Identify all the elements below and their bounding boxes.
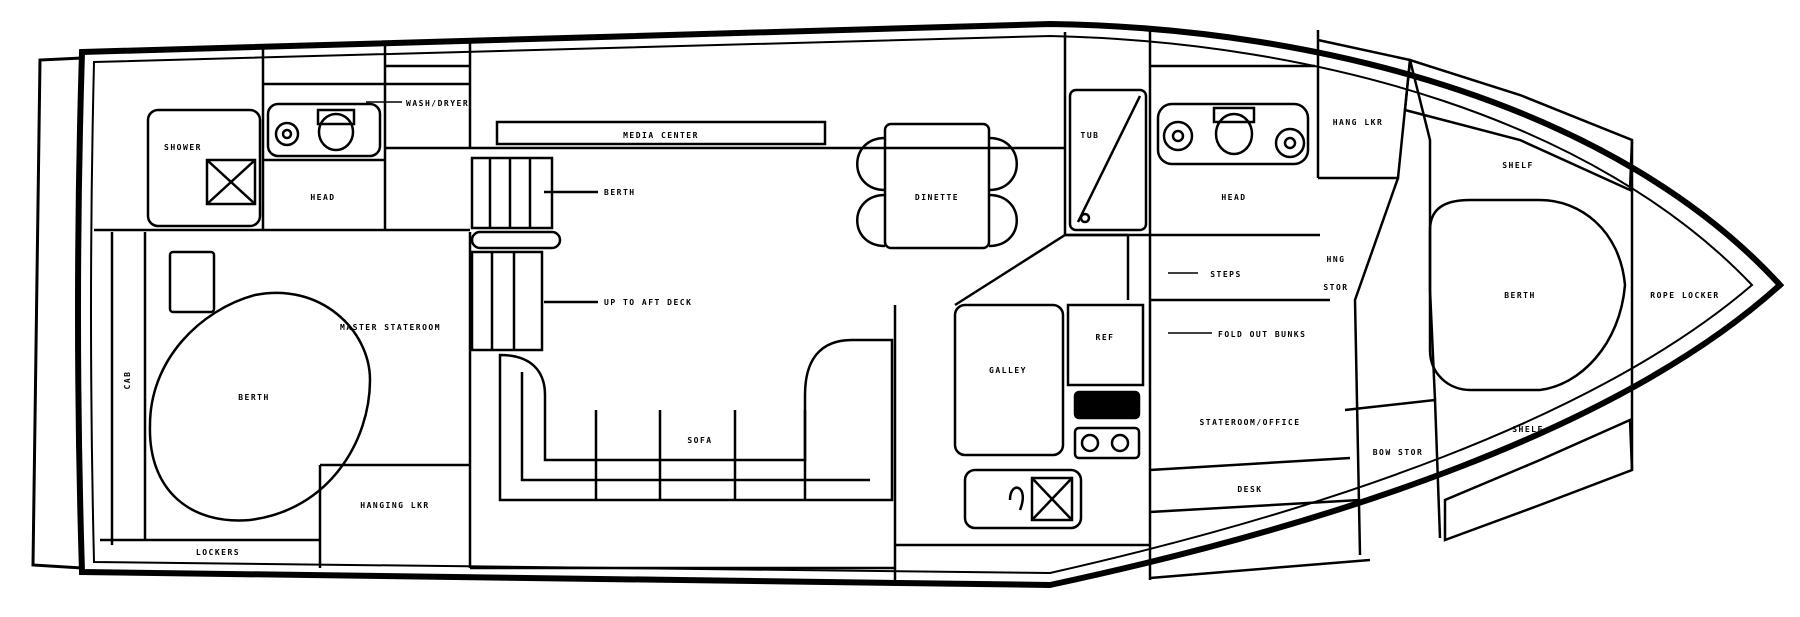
shelf-upper <box>1403 58 1634 192</box>
fwd-sink-stbd <box>1274 127 1306 159</box>
label-cab: CAB <box>123 371 132 390</box>
label-shelf-bottom: SHELF <box>1512 425 1544 434</box>
label-storage: STOR <box>1323 283 1348 292</box>
berth-fwd <box>1428 198 1627 392</box>
sink-basin <box>274 121 300 147</box>
hanging-locker-fwd <box>1317 38 1412 180</box>
forward-head <box>1065 30 1320 580</box>
label-bow-storage: BOW STOR <box>1373 448 1424 457</box>
label-hang-storage: HNG <box>1327 255 1346 264</box>
label-aft-berth: BERTH <box>604 188 636 197</box>
label-stateroom-office: STATEROOM/OFFICE <box>1199 418 1300 427</box>
master-berth <box>148 291 372 522</box>
galley <box>893 233 1150 580</box>
refrigerator <box>1066 303 1145 387</box>
galley-sink <box>963 468 1083 530</box>
label-hanging-locker-aft: HANGING LKR <box>360 501 429 510</box>
label-aft-head: HEAD <box>310 193 335 202</box>
label-galley: GALLEY <box>989 366 1027 375</box>
label-dinette: DINETTE <box>915 193 959 202</box>
label-shower: SHOWER <box>164 143 202 152</box>
hull-outline <box>75 20 1785 589</box>
label-fwd-head: HEAD <box>1221 193 1246 202</box>
fwd-vanity <box>1156 102 1310 166</box>
label-ref: REF <box>1096 333 1115 342</box>
label-master-stateroom: MASTER STATEROOM <box>340 323 441 332</box>
label-up-to-aft-deck: UP TO AFT DECK <box>604 298 692 307</box>
fwd-toilet <box>1214 112 1254 156</box>
shelf-lower <box>1443 418 1634 542</box>
hull <box>31 20 1785 589</box>
galley-counter <box>953 303 1065 457</box>
nightstand <box>168 250 216 314</box>
master-stateroom <box>100 232 472 568</box>
shower-stall <box>146 108 262 228</box>
vanity-counter <box>266 102 382 158</box>
forward-stateroom <box>1317 38 1634 556</box>
shower-floor <box>205 158 257 206</box>
toilet <box>317 112 355 152</box>
label-lockers: LOCKERS <box>196 548 240 557</box>
aft-head-area <box>94 40 472 232</box>
label-fold-out-bunks: FOLD OUT BUNKS <box>1218 330 1306 339</box>
settee <box>498 338 894 502</box>
tub <box>1068 88 1148 232</box>
salon <box>470 32 1067 570</box>
transom-swim-platform <box>31 56 83 570</box>
label-desk: DESK <box>1237 485 1262 494</box>
label-shelf-top: SHELF <box>1502 161 1534 170</box>
stair-landing <box>470 230 562 250</box>
fwd-sink-port <box>1162 120 1194 152</box>
label-tub: TUB <box>1081 131 1100 140</box>
office-stateroom <box>1126 235 1371 580</box>
room-labels: SHOWER WASH/DRYER HEAD MEDIA CENTER BERT… <box>123 99 1719 557</box>
label-steps: STEPS <box>1210 270 1242 279</box>
stair-treads-upper <box>470 156 554 230</box>
hull-inner-outline <box>90 34 1754 575</box>
dinette-table <box>883 122 991 250</box>
label-settee: SOFA <box>687 436 712 445</box>
label-rope-locker: ROPE LOCKER <box>1650 291 1719 300</box>
label-berth-fwd: BERTH <box>1504 291 1536 300</box>
media-center <box>495 120 827 146</box>
stair-treads-lower <box>470 250 544 352</box>
label-master-berth: BERTH <box>238 393 270 402</box>
cooktop-top <box>1073 390 1141 420</box>
label-media-center: MEDIA CENTER <box>623 131 699 140</box>
label-hanging-locker-fwd: HANG LKR <box>1333 118 1384 127</box>
cooktop-burners <box>1073 426 1141 460</box>
label-washer-dryer: WASH/DRYER <box>406 99 469 108</box>
